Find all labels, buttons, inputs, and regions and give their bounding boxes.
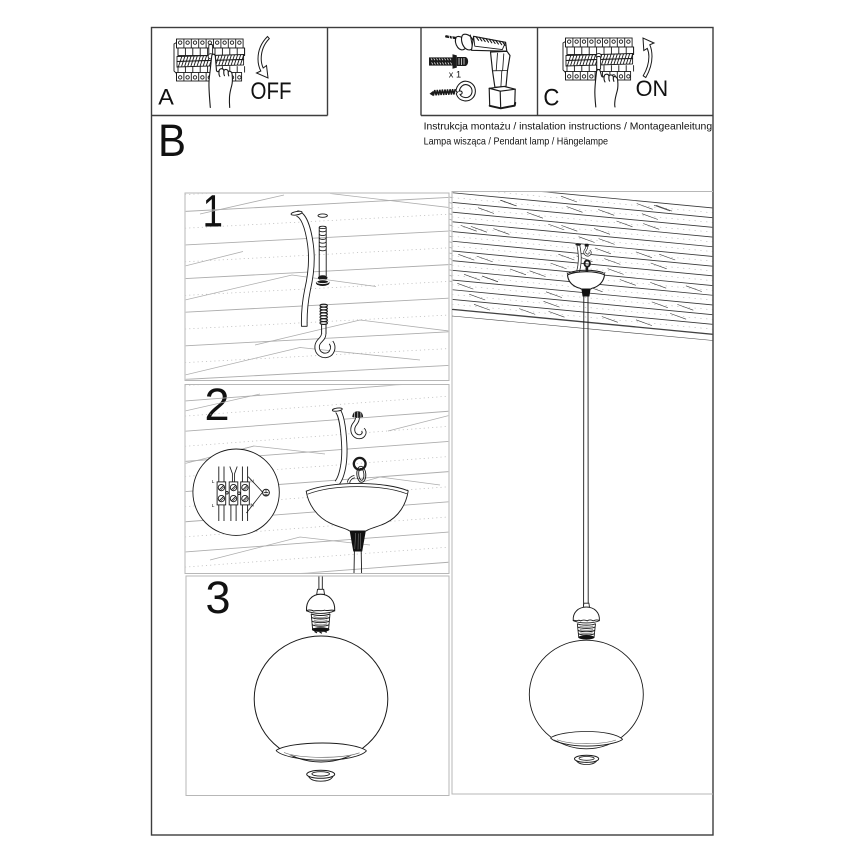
svg-text:OFF: OFF — [251, 78, 292, 105]
svg-text:Lampa wisząca / Pendant lamp /: Lampa wisząca / Pendant lamp / Hängelamp… — [424, 136, 609, 147]
svg-text:Instrukcja montażu / instalati: Instrukcja montażu / instalation instruc… — [424, 121, 713, 132]
svg-text:L: L — [212, 503, 215, 509]
svg-text:A: A — [158, 85, 174, 110]
svg-text:B: B — [158, 115, 186, 166]
svg-text:x 1: x 1 — [449, 70, 461, 80]
svg-text:ON: ON — [636, 76, 669, 101]
svg-text:L: L — [212, 479, 215, 485]
svg-text:3: 3 — [206, 572, 231, 623]
svg-text:C: C — [543, 85, 559, 112]
svg-text:2: 2 — [205, 379, 230, 430]
